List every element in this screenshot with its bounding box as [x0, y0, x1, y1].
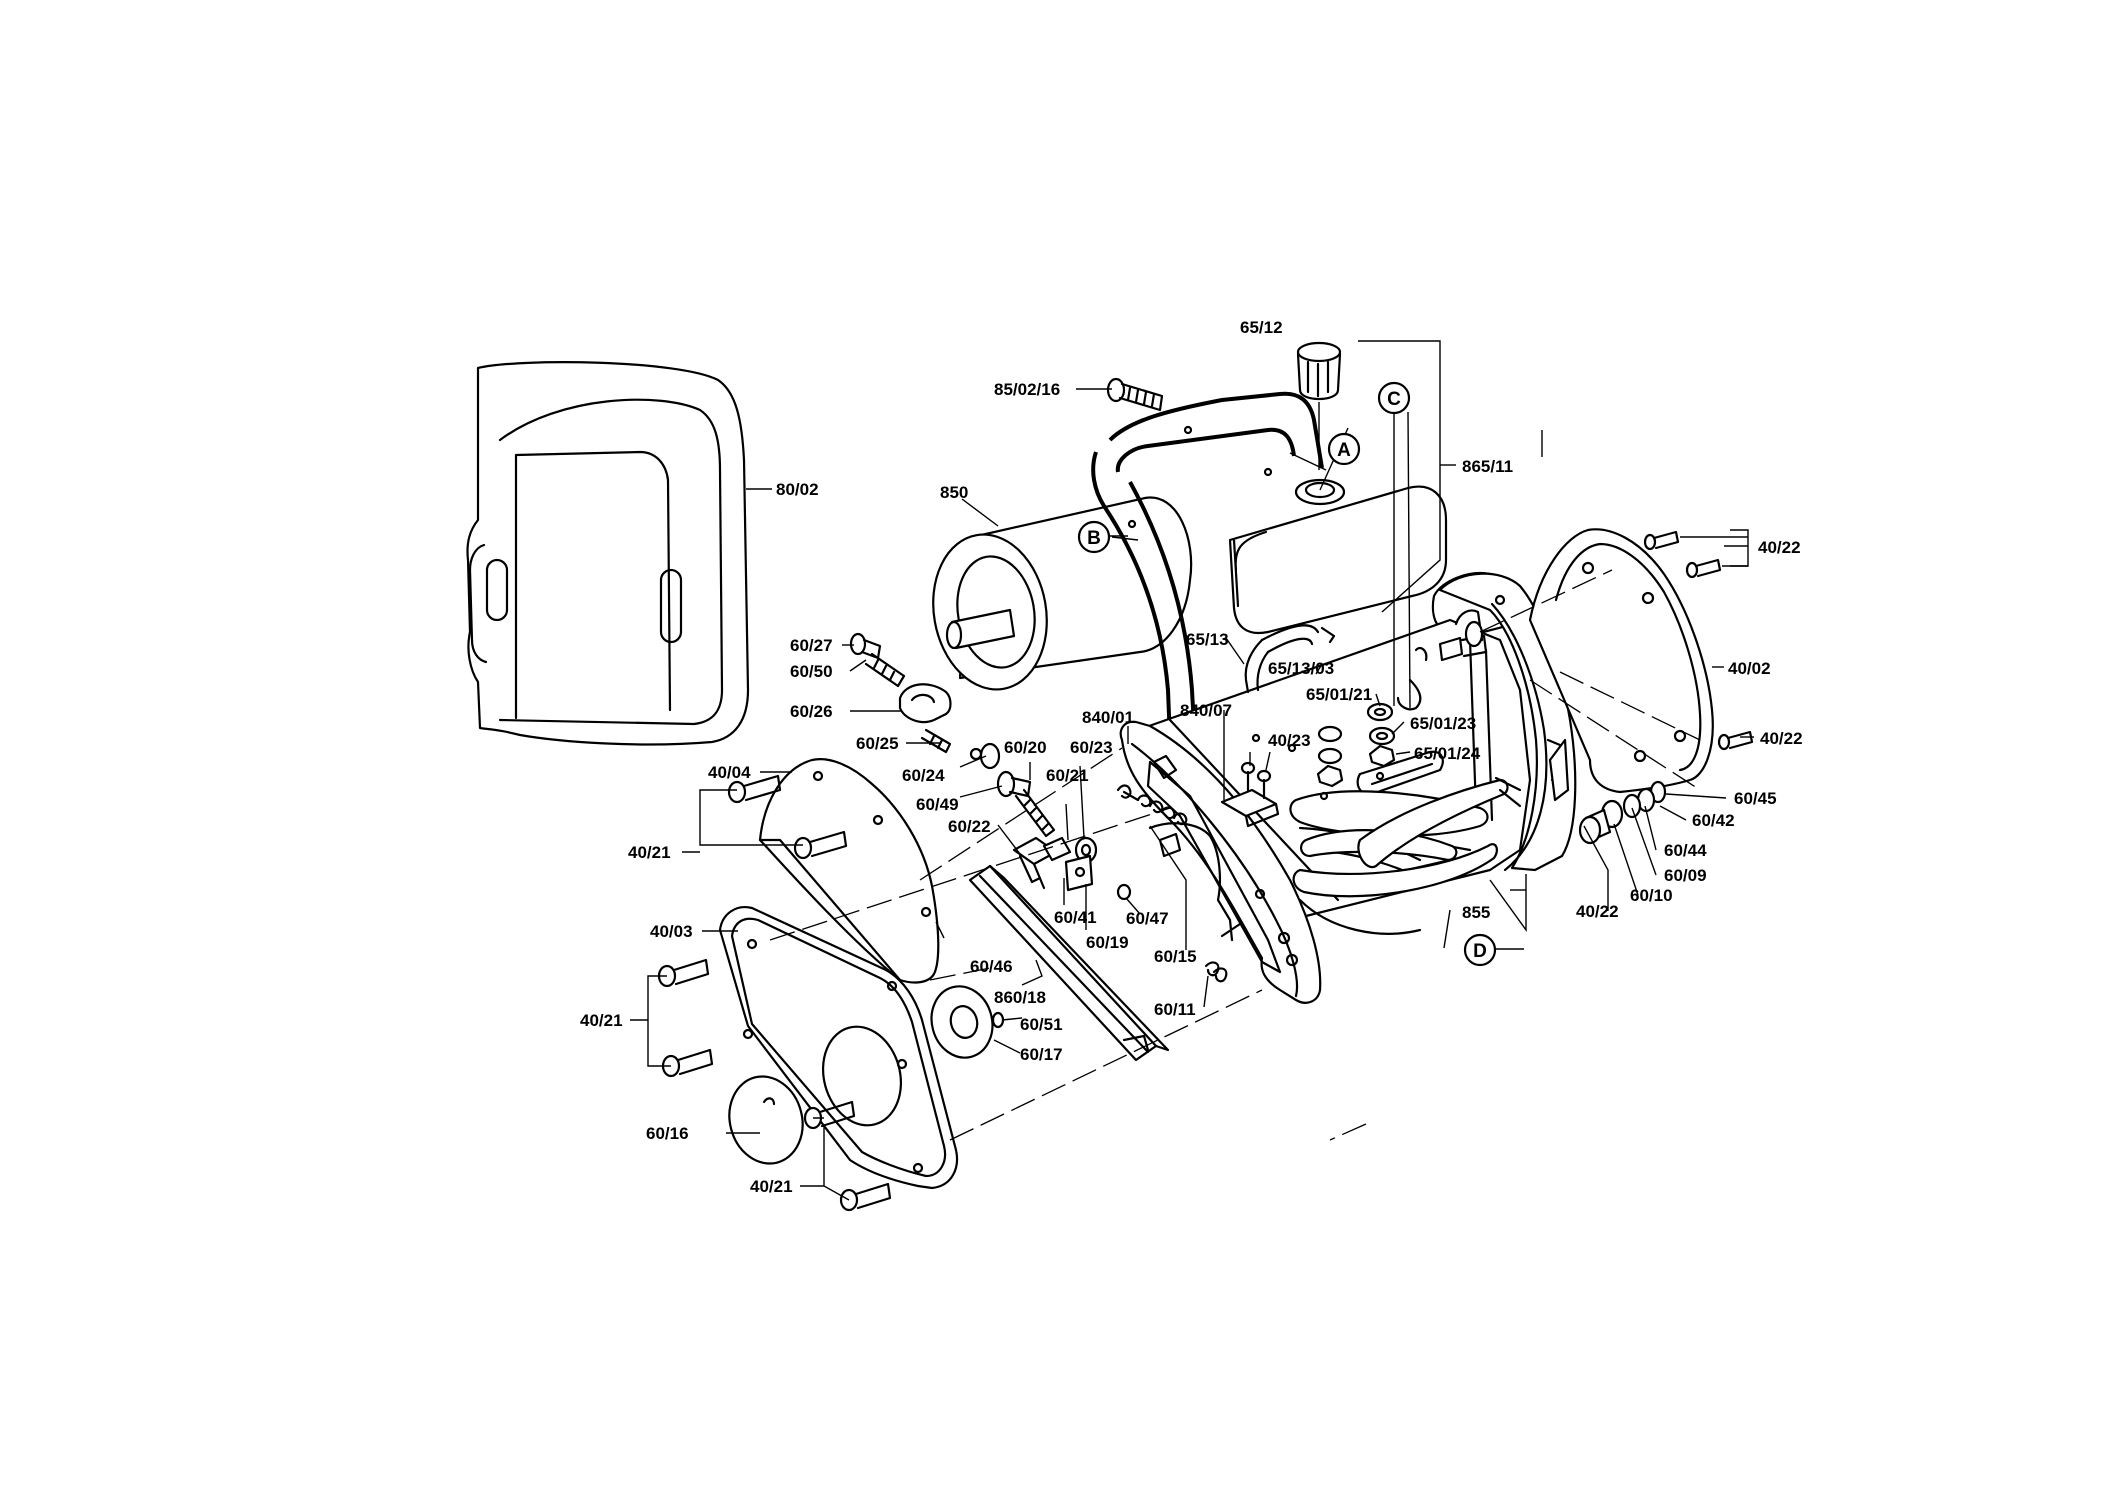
adjuster-bolt [979, 742, 1056, 838]
washer-60-17 [930, 985, 1005, 1059]
right-outer-plate [1528, 528, 1714, 794]
roller [932, 496, 1193, 691]
label-65-01-21: 65/01/21 [1306, 685, 1372, 704]
label-60-19: 60/19 [1086, 933, 1129, 952]
right-washers [1578, 780, 1667, 845]
cover-plate-40-03 [718, 906, 959, 1190]
label-65-13-03: 65/13/03 [1268, 659, 1334, 678]
callout-c-letter: C [1387, 389, 1401, 410]
fuel-hose [1244, 624, 1336, 694]
mower-housing [1130, 572, 1577, 922]
tank-fixings [1251, 678, 1422, 801]
label-80-02: 80/02 [776, 480, 819, 499]
screws-40-21 [657, 774, 892, 1212]
callout-d: D [1463, 933, 1497, 967]
label-60-44: 60/44 [1664, 841, 1707, 860]
label-60-27: 60/27 [790, 636, 833, 655]
label-60-46: 60/46 [970, 957, 1013, 976]
label-60-09: 60/09 [1664, 866, 1707, 885]
callout-b-letter: B [1087, 528, 1101, 549]
label-65-01-24: 65/01/24 [1414, 744, 1481, 763]
label-60-45: 60/45 [1734, 789, 1777, 808]
label-65-01-23: 65/01/23 [1410, 714, 1476, 733]
label-40-22-mid: 40/22 [1760, 729, 1803, 748]
bracket-840-07 [1220, 761, 1280, 828]
label-65-12: 65/12 [1240, 318, 1283, 337]
bottom-blade [968, 864, 1170, 1062]
label-60-22: 60/22 [948, 817, 991, 836]
label-60-47: 60/47 [1126, 909, 1169, 928]
label-65-13: 65/13 [1186, 630, 1229, 649]
callout-a-letter: A [1337, 440, 1351, 461]
label-60-51: 60/51 [1020, 1015, 1063, 1034]
label-60-41: 60/41 [1054, 908, 1097, 927]
label-60-49: 60/49 [916, 795, 959, 814]
callout-c: C [1377, 381, 1411, 415]
disc-60-16 [728, 1075, 804, 1165]
label-60-10: 60/10 [1630, 886, 1673, 905]
label-40-23: 40/23 [1268, 731, 1311, 750]
left-side-plate [1119, 720, 1322, 1004]
label-60-15: 60/15 [1154, 947, 1197, 966]
fuel-tank [1228, 478, 1448, 635]
label-60-23: 60/23 [1070, 738, 1113, 757]
label-840-01: 840/01 [1082, 708, 1134, 727]
label-60-24: 60/24 [902, 766, 945, 785]
label-60-16: 60/16 [646, 1124, 689, 1143]
label-60-21: 60/21 [1046, 766, 1089, 785]
part-labels: 65/12 85/02/16 865/11 80/02 850 40/22 40… [580, 318, 1803, 1196]
label-840-07: 840/07 [1180, 701, 1232, 720]
axle-shaft [1438, 620, 1488, 662]
label-40-22-top: 40/22 [1758, 538, 1801, 557]
callout-d-letter: D [1473, 941, 1487, 962]
label-40-03: 40/03 [650, 922, 693, 941]
label-60-26: 60/26 [790, 702, 833, 721]
label-85-02-16: 85/02/16 [994, 380, 1060, 399]
spring-60-11 [1204, 961, 1228, 983]
adjustment-knob [849, 632, 983, 761]
label-60-42: 60/42 [1692, 811, 1735, 830]
label-60-17: 60/17 [1020, 1045, 1063, 1064]
label-40-04: 40/04 [708, 763, 751, 782]
label-60-20: 60/20 [1004, 738, 1047, 757]
grass-box-cover [466, 361, 750, 746]
cutting-reel [1289, 776, 1522, 935]
label-40-21-a: 40/21 [628, 843, 671, 862]
label-40-21-c: 40/21 [750, 1177, 793, 1196]
bolt-85-02-16 [1106, 377, 1164, 412]
callout-a: A [1327, 432, 1361, 466]
bracket-60-22 [1012, 836, 1132, 901]
label-855: 855 [1462, 903, 1490, 922]
label-60-50: 60/50 [790, 662, 833, 681]
label-40-21-b: 40/21 [580, 1011, 623, 1030]
label-860-18: 860/18 [994, 988, 1046, 1007]
alignment-lines [769, 569, 1701, 1141]
callout-b: B [1077, 520, 1111, 554]
fuel-cap [1296, 341, 1342, 470]
leader-lines [630, 340, 1754, 1201]
label-850: 850 [940, 483, 968, 502]
cover-plate-40-04 [758, 758, 940, 984]
spring-assembly [1116, 784, 1242, 942]
label-40-22-bot: 40/22 [1576, 902, 1619, 921]
screw-40-22-mid [1717, 730, 1754, 751]
screws-40-22-top [1643, 530, 1722, 579]
label-60-11: 60/11 [1154, 1000, 1196, 1019]
label-40-02: 40/02 [1728, 659, 1771, 678]
label-865-11: 865/11 [1462, 457, 1513, 476]
label-60-25: 60/25 [856, 734, 899, 753]
